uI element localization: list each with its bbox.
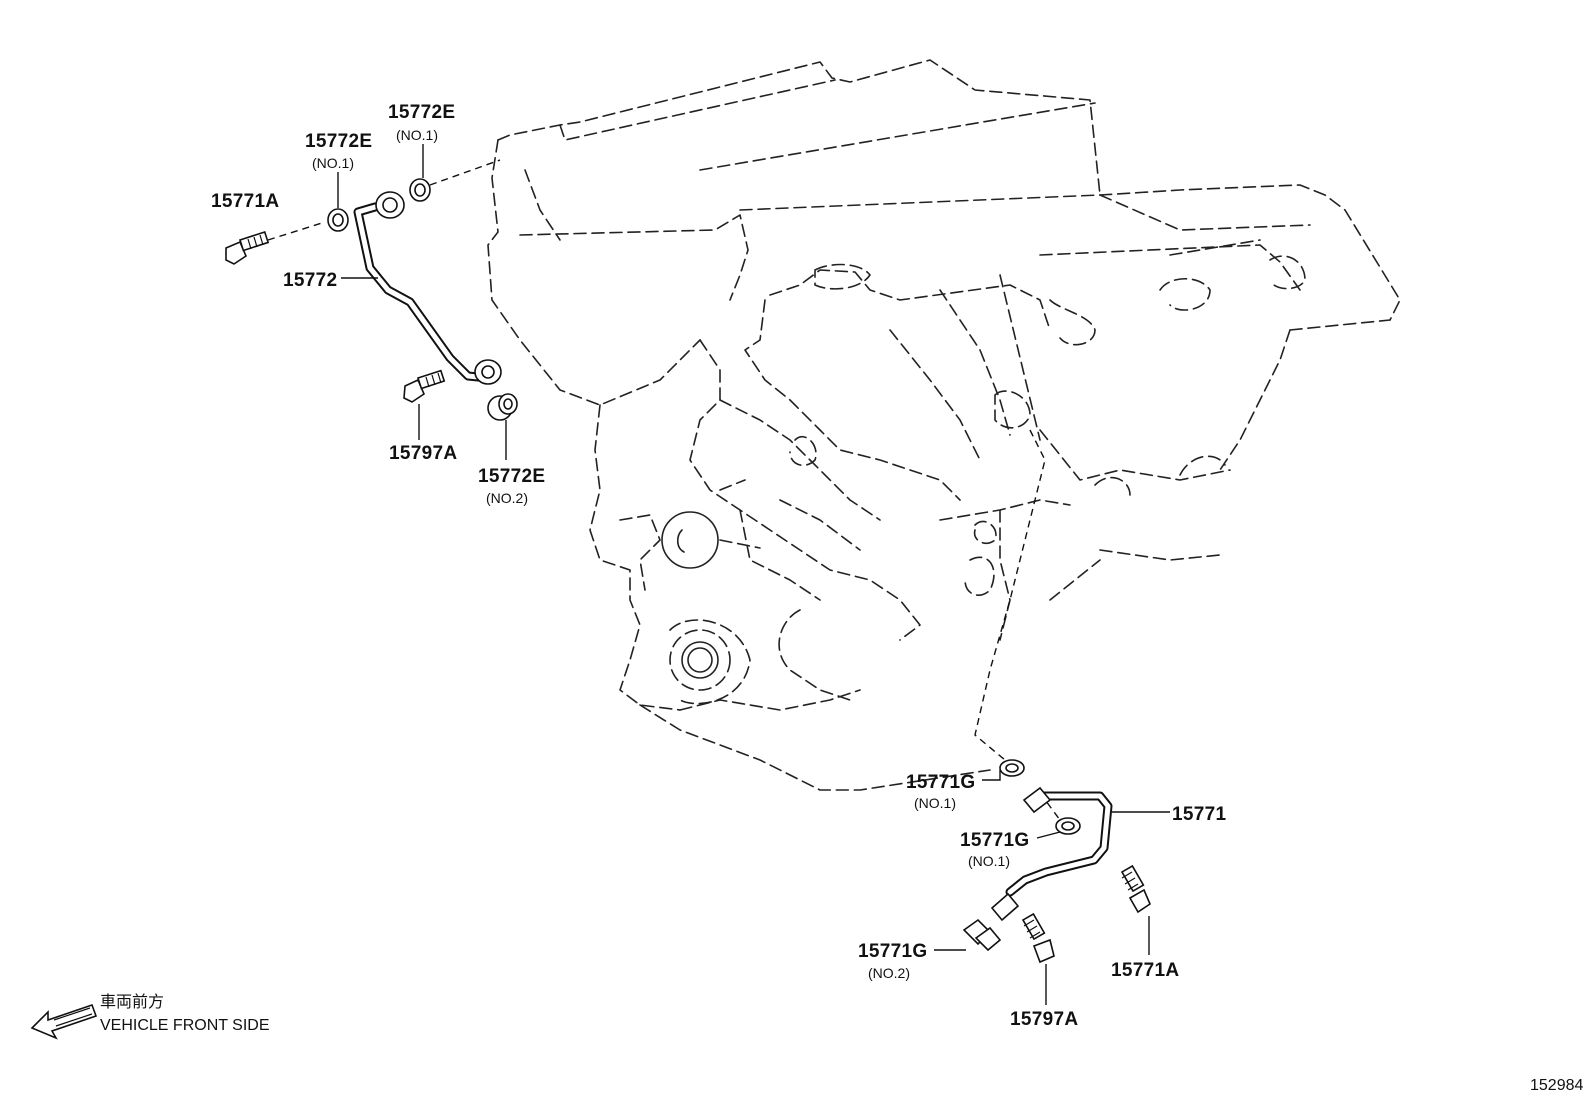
front-label-en: VEHICLE FRONT SIDE [100, 1017, 270, 1034]
part-number: 15771A [1111, 960, 1179, 981]
part-label-15772: 15772 [283, 270, 337, 291]
part-qualifier: (NO.1) [396, 127, 438, 143]
part-number: 15771G [960, 830, 1029, 851]
part-label-15771g-lower-2: 15771G (NO.1) [960, 830, 1029, 869]
gasket-top-left [327, 208, 349, 232]
assembly-lines [267, 159, 1061, 821]
part-label-15797a-top: 15797A [389, 443, 457, 464]
plug-no2 [487, 393, 518, 421]
part-qualifier: (NO.1) [914, 795, 956, 811]
leader-lines [337, 144, 1170, 1005]
union-bolt-lower-mid [1021, 912, 1055, 964]
part-label-15771g-lower-1: 15771G (NO.1) [906, 772, 975, 811]
union-bolt-lower-right [1120, 864, 1151, 914]
gasket-lower-2 [1055, 817, 1081, 835]
part-label-15772e-no2: 15772E (NO.2) [478, 466, 545, 506]
union-bolt-top [225, 230, 270, 265]
oil-pipe-15771 [990, 786, 1113, 922]
gasket-top-right [409, 178, 431, 202]
front-arrow-icon [30, 1003, 98, 1040]
engine-outline [487, 59, 1401, 791]
part-label-15772e-top-right: 15772E (NO.1) [388, 102, 455, 143]
front-label-jp: 車両前方 [100, 993, 164, 1011]
part-qualifier: (NO.1) [312, 155, 354, 171]
union-eye-lower-bottom [990, 892, 1020, 922]
part-label-15771: 15771 [1172, 804, 1226, 825]
part-qualifier: (NO.1) [968, 853, 1010, 869]
part-number: 15771G [858, 941, 927, 962]
part-number: 15772E [388, 102, 455, 123]
part-label-15797a-lower: 15797A [1010, 1009, 1078, 1030]
union-eye-lower-top [1022, 786, 1052, 814]
part-label-15772e-top-left: 15772E (NO.1) [305, 131, 372, 171]
part-number: 15771G [906, 772, 975, 793]
part-label-15771a-top: 15771A [211, 191, 279, 212]
part-qualifier: (NO.2) [868, 965, 910, 981]
part-label-15771a-lower: 15771A [1111, 960, 1179, 981]
part-number: 15772 [283, 270, 337, 291]
union-bolt-mid [403, 369, 446, 403]
part-number: 15772E [305, 131, 372, 152]
part-number: 15797A [389, 443, 457, 464]
vehicle-front-indicator: 車両前方 VEHICLE FRONT SIDE [30, 993, 270, 1040]
part-qualifier: (NO.2) [486, 490, 528, 506]
part-number: 15797A [1010, 1009, 1078, 1030]
gasket-lower-1 [999, 759, 1025, 777]
part-label-15771g-no2: 15771G (NO.2) [858, 941, 927, 981]
part-number: 15772E [478, 466, 545, 487]
part-number: 15771 [1172, 804, 1226, 825]
part-number: 15771A [211, 191, 279, 212]
gasket-lower-no2 [962, 918, 1002, 952]
diagram-id: 152984 [1530, 1077, 1583, 1094]
oil-pipe-15772 [353, 191, 502, 385]
